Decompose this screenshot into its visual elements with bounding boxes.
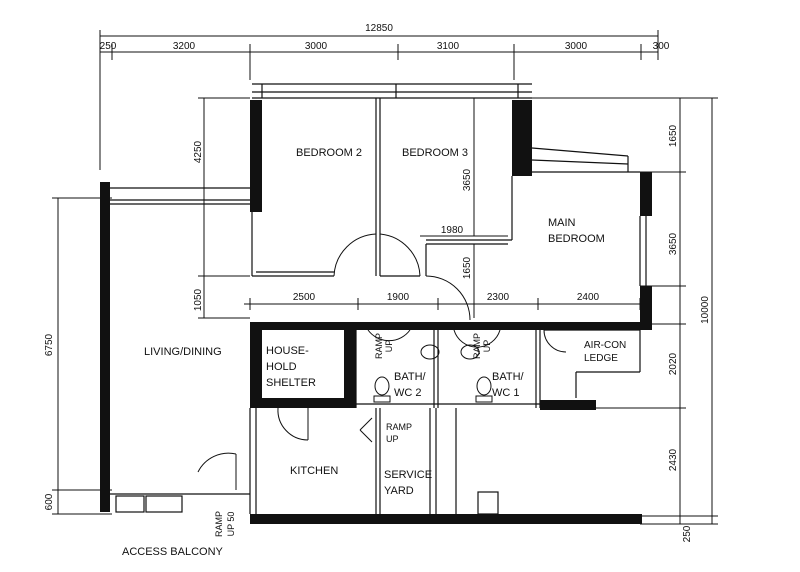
center-dim-3650: 3650 [462,168,473,191]
top-dim-3200: 3200 [173,41,196,52]
room-label-shelter-1: HOUSE- [266,345,309,357]
right-dim-3650: 3650 [668,232,679,255]
room-label-bath-1-line2: WC 1 [492,387,520,399]
mid-dim-2400: 2400 [577,292,600,303]
room-label-kitchen: KITCHEN [290,465,338,477]
room-label-bath-2-line1: BATH/ [394,371,427,383]
center-dim-1650: 1650 [462,256,473,279]
inner-dim-1980: 1980 [441,225,464,236]
top-dim-3000a: 3000 [305,41,328,52]
room-label-access-balcony: ACCESS BALCONY [122,546,224,558]
room-label-bedroom-2: BEDROOM 2 [296,147,362,159]
room-label-service-2: YARD [384,485,414,497]
bath-fixtures [373,344,493,403]
left-dim-1050: 1050 [193,288,204,311]
room-label-main-bedroom-1: MAIN [548,217,576,229]
left-dim-600: 600 [44,493,55,510]
ramp-label-4a: RAMP [214,511,224,537]
ramp-label-2a: RAMP [472,333,482,359]
ramp-label-3b: UP [386,434,399,444]
room-label-living-dining: LIVING/DINING [144,346,222,358]
ramp-label-3a: RAMP [386,422,412,432]
right-dim-250: 250 [682,525,693,542]
right-dimension-lines [520,97,718,525]
overall-height-dim: 10000 [700,296,711,324]
mid-dim-2500: 2500 [293,292,316,303]
top-dim-3100: 3100 [437,41,460,52]
right-dim-2430: 2430 [668,448,679,471]
room-label-bedroom-3: BEDROOM 3 [402,147,468,159]
top-dim-250: 250 [100,41,117,52]
room-label-bath-1-line1: BATH/ [492,371,525,383]
overall-width-dim: 12850 [365,23,393,34]
mid-dim-2300: 2300 [487,292,510,303]
ramp-label-4b: UP 50 [226,512,236,537]
room-label-aircon-1: AIR-CON [584,340,626,351]
room-label-shelter-3: SHELTER [266,377,316,389]
top-dim-300: 300 [653,41,670,52]
walls [100,83,652,524]
room-label-shelter-2: HOLD [266,361,297,373]
right-dim-1650: 1650 [668,124,679,147]
room-label-bath-2-line2: WC 2 [394,387,422,399]
mid-dim-1900: 1900 [387,292,410,303]
ramp-label-1a: RAMP [374,333,384,359]
left-dim-4250: 4250 [193,140,204,163]
room-label-service-1: SERVICE [384,469,432,481]
top-dimension-lines [99,30,659,170]
room-label-aircon-2: LEDGE [584,353,618,364]
top-dim-3000b: 3000 [565,41,588,52]
left-dim-6750: 6750 [44,333,55,356]
doors [197,233,567,490]
middle-dimension-line [244,98,641,318]
ramp-label-2b: UP [482,340,492,353]
right-dim-2020: 2020 [668,352,679,375]
ramp-label-1b: UP [384,340,394,353]
left-dimension-lines [52,97,250,515]
room-label-main-bedroom-2: BEDROOM [548,233,605,245]
